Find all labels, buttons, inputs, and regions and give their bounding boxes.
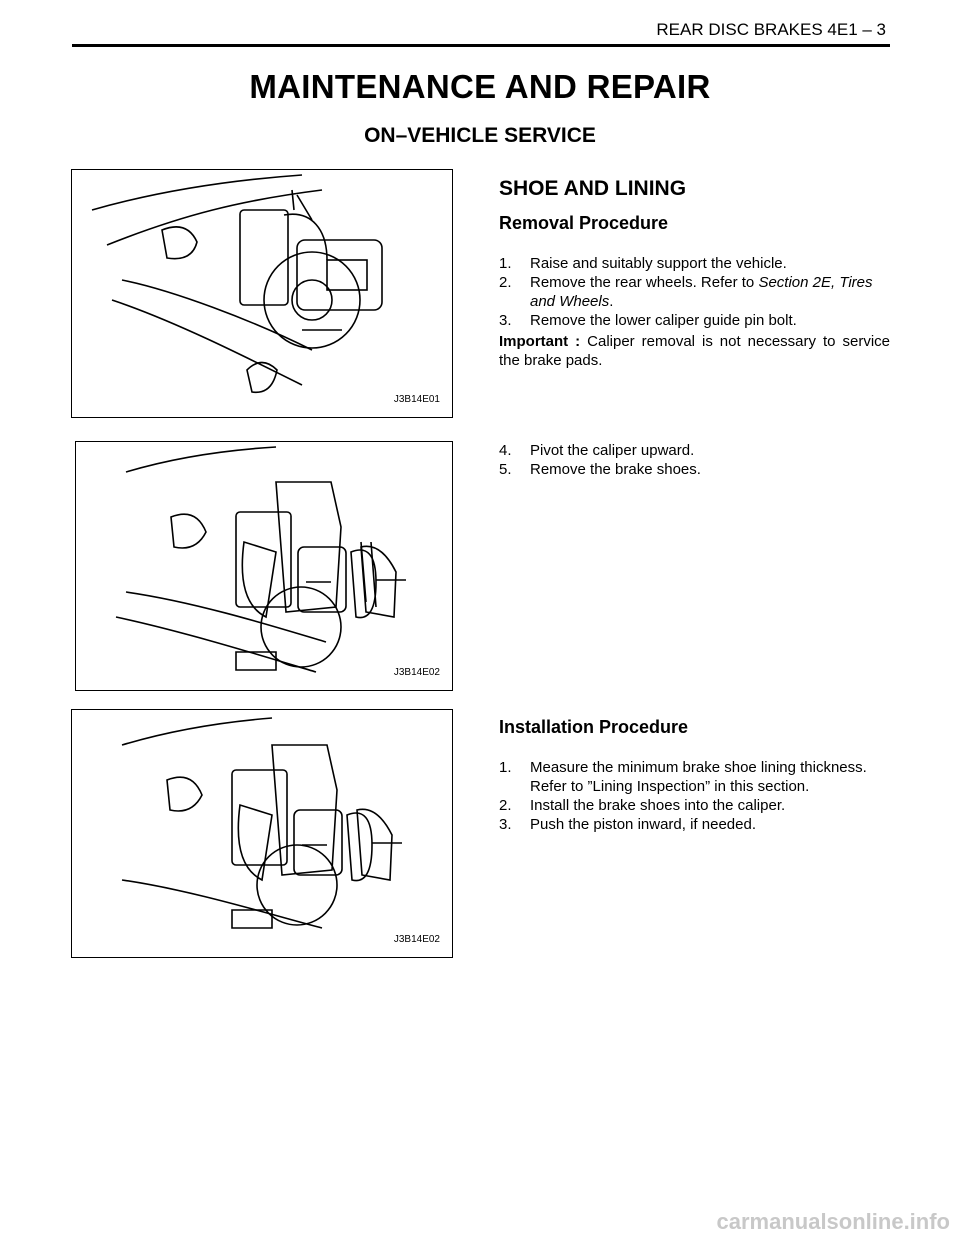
list-item: 2. Install the brake shoes into the cali…	[499, 797, 786, 814]
removal-heading: Removal Procedure	[499, 213, 669, 233]
section-reference: Section 2E, Tires and Wheels	[530, 274, 873, 310]
brake-shoes-illustration	[115, 446, 406, 673]
figure-shoe-removal: J3B14E02	[75, 441, 453, 691]
list-item: 1. Measure the minimum brake shoe lining…	[499, 759, 867, 795]
page-subtitle: ON–VEHICLE SERVICE	[364, 124, 596, 147]
list-item: 3. Push the piston inward, if needed.	[499, 816, 756, 833]
section-heading: SHOE AND LINING	[499, 177, 687, 200]
removal-steps: 1. Raise and suitably support the vehicl…	[499, 254, 890, 330]
brake-shoes-install-illustration	[121, 717, 402, 929]
installation-heading: Installation Procedure	[499, 717, 689, 737]
list-item: 4. Pivot the caliper upward.	[499, 442, 695, 459]
list-item: 1. Raise and suitably support the vehicl…	[499, 255, 787, 272]
figure-label: J3B14E01	[393, 394, 440, 405]
caliper-illustration	[91, 174, 383, 394]
list-item: 3. Remove the lower caliper guide pin bo…	[499, 312, 797, 329]
note-label: Important :	[499, 333, 581, 350]
list-item: 2. Remove the rear wheels. Refer to Sect…	[499, 274, 873, 310]
watermark: carmanualsonline.info	[716, 1209, 951, 1234]
figure-label: J3B14E02	[393, 934, 440, 945]
header-rule	[72, 44, 890, 47]
removal-steps-continued: 4. Pivot the caliper upward. 5. Remove t…	[499, 441, 890, 479]
installation-steps: 1. Measure the minimum brake shoe lining…	[499, 758, 890, 834]
figure-shoe-installation: J3B14E02	[71, 709, 453, 958]
list-item: 5. Remove the brake shoes.	[499, 461, 701, 478]
page-title: MAINTENANCE AND REPAIR	[249, 68, 711, 105]
important-note: Important : Caliper removal is not neces…	[499, 333, 890, 369]
figure-caliper-removal: J3B14E01	[71, 169, 453, 418]
figure-label: J3B14E02	[393, 667, 440, 678]
running-header: REAR DISC BRAKES 4E1 – 3	[656, 20, 886, 39]
